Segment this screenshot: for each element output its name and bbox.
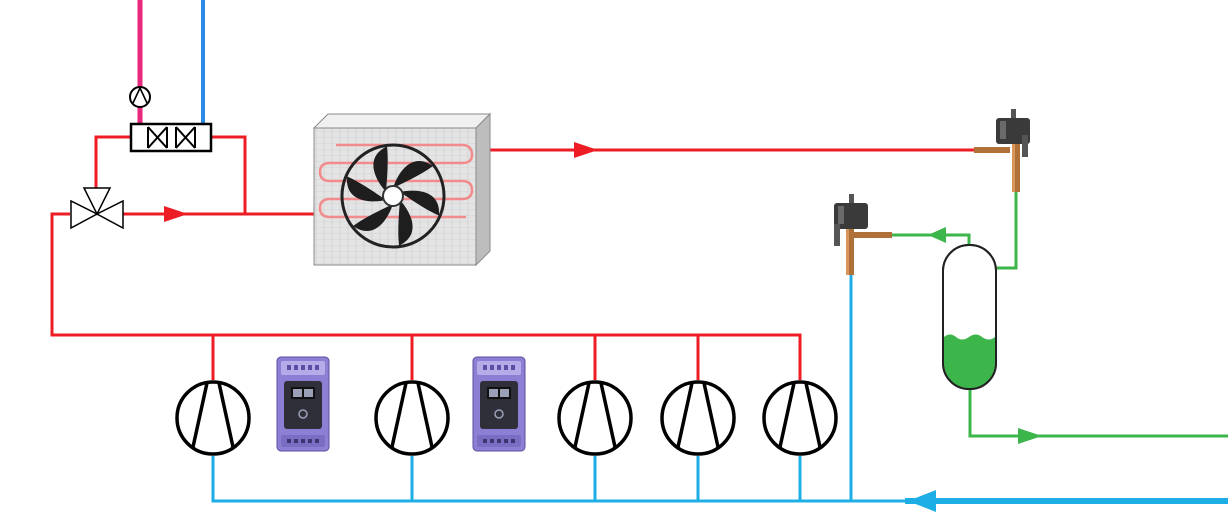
hot-gas-hx-out-line	[211, 135, 247, 214]
liquid-receiver-icon	[942, 244, 997, 390]
vfd-group	[276, 356, 526, 452]
variable-frequency-drive-icon	[276, 356, 330, 452]
expansion-valve-icon	[834, 194, 892, 275]
liquid-lines	[890, 190, 1228, 438]
flow-arrow-icon	[574, 142, 598, 158]
heat-recovery-lines	[137, 0, 205, 124]
fan-condenser-icon	[312, 112, 492, 267]
suction-return-line-thick	[905, 498, 1228, 504]
flow-arrow-icon	[908, 490, 936, 512]
receiver-to-valve-line	[890, 233, 971, 247]
receiver-liquid-level	[944, 334, 995, 389]
suction-lines	[211, 272, 1228, 503]
flow-arrow-icon	[1018, 428, 1042, 444]
compressor-icon	[557, 380, 633, 456]
flow-arrow-icon	[164, 206, 188, 222]
three-way-valve-icon	[70, 187, 124, 230]
compressor-icon	[660, 380, 736, 456]
hot-gas-lines	[50, 135, 975, 380]
discharge-header-line	[50, 212, 802, 380]
compressor-group	[175, 380, 838, 456]
receiver-inlet-line	[997, 190, 1018, 270]
hot-gas-bypass-line	[94, 135, 131, 188]
flow-arrow-icon	[928, 227, 946, 243]
receiver-outlet-line	[968, 388, 1228, 438]
compressor-icon	[762, 380, 838, 456]
compressor-icon	[374, 380, 450, 456]
fan-icon	[340, 143, 446, 249]
variable-frequency-drive-icon	[472, 356, 526, 452]
plate-heat-exchanger-icon	[129, 122, 213, 153]
expansion-valve-icon	[974, 109, 1030, 192]
suction-header-line	[211, 456, 1228, 503]
pump-icon	[129, 86, 151, 108]
compressor-icon	[175, 380, 251, 456]
